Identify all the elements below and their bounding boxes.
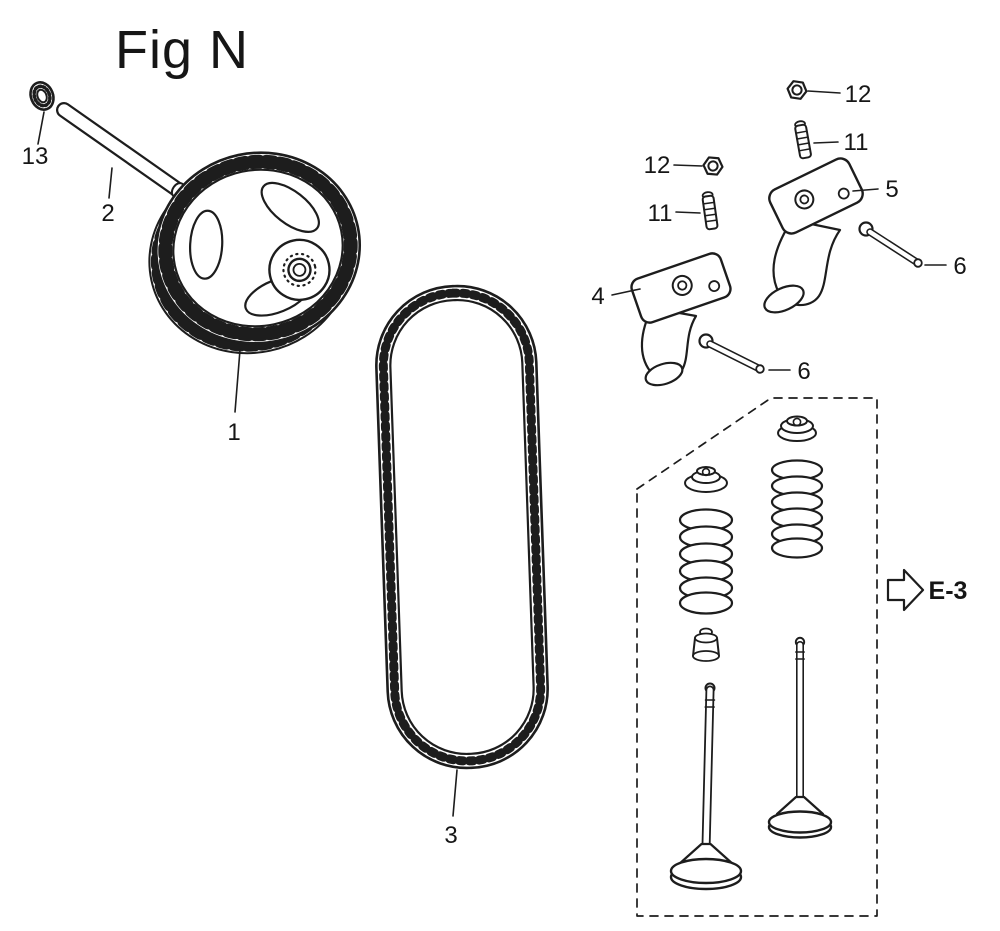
pivot-bolt-upper — [858, 221, 923, 268]
valve-stem-seal — [692, 627, 720, 662]
leader-2 — [108, 167, 113, 199]
rocker-arm-upper — [763, 157, 864, 314]
valve-assembly-box — [636, 397, 878, 917]
timing-belt — [375, 284, 549, 770]
leader-11-lower — [675, 211, 701, 214]
leader-4 — [611, 288, 641, 296]
pivot-nut-lower — [702, 156, 724, 176]
pulley-hub — [268, 238, 331, 302]
callout-2: 2 — [101, 200, 114, 227]
callout-11-lower: 11 — [648, 200, 673, 227]
valve-spring-right — [770, 459, 824, 559]
rocker-arm-lower — [630, 252, 732, 387]
leader-11-upper — [813, 141, 839, 144]
callout-6-upper: 6 — [953, 253, 966, 280]
leader-3 — [452, 769, 458, 817]
reference-label: E-3 — [929, 577, 968, 605]
valve-left — [669, 682, 743, 891]
camshaft-pin — [56, 102, 186, 198]
leader-1 — [234, 349, 241, 413]
spring-retainer-right — [777, 415, 817, 442]
valve-right — [767, 636, 833, 839]
callout-12-upper: 12 — [845, 81, 872, 108]
callout-13: 13 — [22, 143, 49, 170]
washer — [29, 81, 55, 111]
callout-6-lower: 6 — [797, 358, 810, 385]
adjusting-stud-upper — [794, 120, 812, 160]
callout-3: 3 — [444, 822, 457, 849]
leader-13 — [37, 111, 45, 145]
leader-12-upper — [807, 90, 841, 94]
leader-lines — [37, 90, 947, 817]
callout-5: 5 — [885, 176, 898, 203]
adjusting-stud-lower — [701, 191, 719, 231]
pivot-nut-upper — [786, 80, 808, 100]
valve-spring-left — [678, 508, 734, 615]
callout-1: 1 — [227, 419, 240, 446]
reference-arrow-icon — [886, 568, 925, 612]
pivot-bolt-lower — [698, 333, 765, 374]
leader-12-lower — [673, 164, 703, 167]
callout-4: 4 — [591, 283, 604, 310]
reference-e3: E-3 — [886, 568, 968, 612]
figure-title: Fig N — [115, 20, 249, 80]
spring-retainer-left — [684, 466, 728, 493]
leader-5 — [852, 188, 879, 192]
cam-pulley — [148, 151, 362, 355]
pulley-window — [189, 181, 320, 317]
callout-12-lower: 12 — [644, 152, 671, 179]
callout-11-upper: 11 — [844, 129, 869, 156]
